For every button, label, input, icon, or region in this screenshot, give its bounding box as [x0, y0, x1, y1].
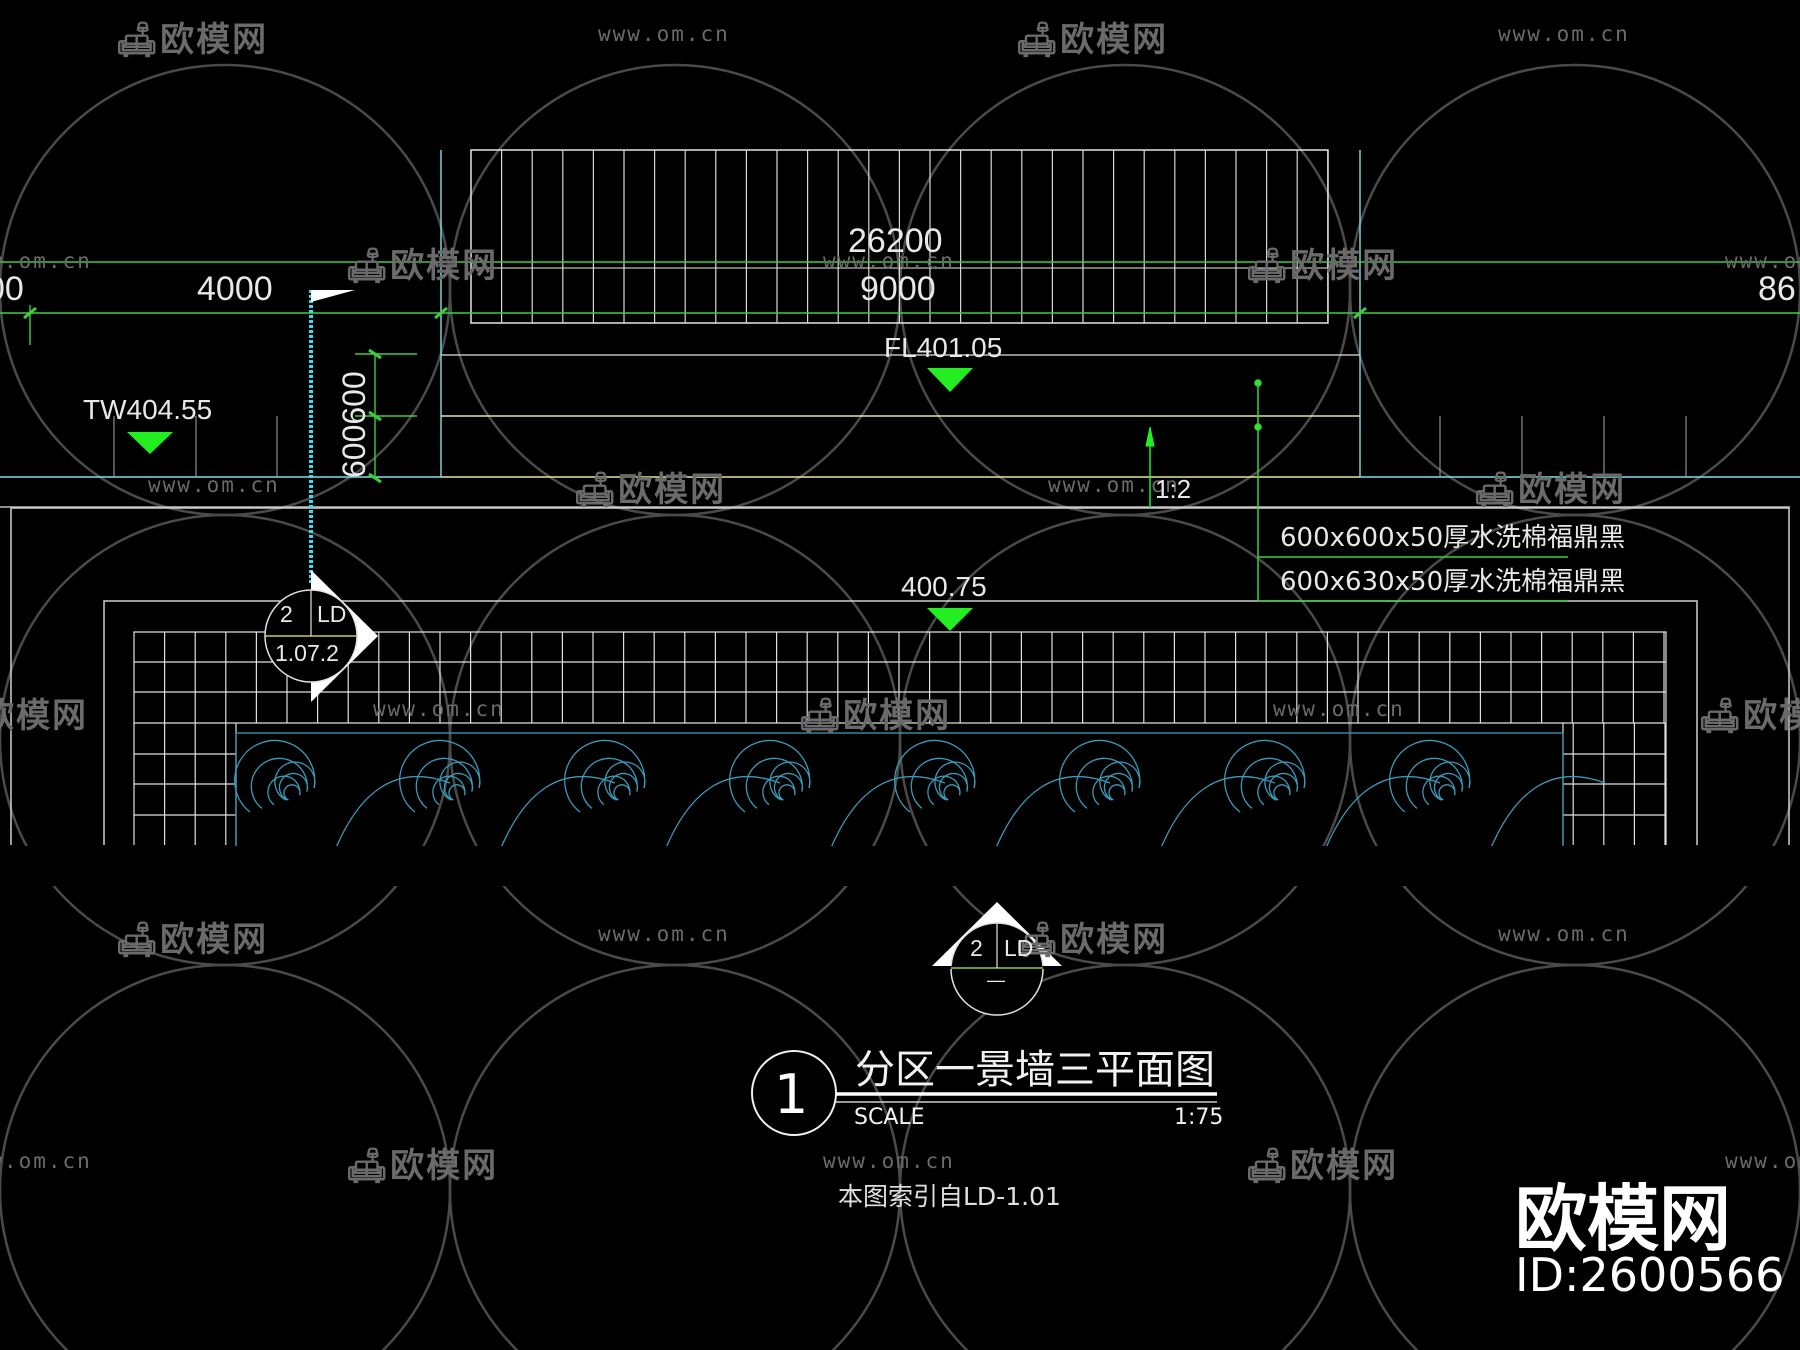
sofa-icon: 🛋 [1473, 470, 1519, 510]
watermark-url: www.om.cn [598, 922, 730, 946]
drawing-reference: 本图索引自LD-1.01 [838, 1182, 1061, 1211]
sofa-icon: 🛋 [573, 470, 619, 510]
watermark-logo: 🛋欧模网 [798, 696, 952, 736]
brand-name: 欧模网 [1515, 1177, 1732, 1261]
watermark-url: www.om.cn [1725, 1149, 1800, 1173]
plan-paving-grid [133, 631, 1667, 845]
dimension-total: 26200 [848, 222, 943, 260]
watermark-logo: 🛋欧模网 [1245, 1146, 1399, 1186]
sofa-icon: 🛋 [1015, 920, 1061, 960]
elevation-fl-label: FL401.05 [884, 332, 1003, 363]
cloud-pattern-panel [234, 732, 1606, 864]
sofa-icon: 🛋 [115, 920, 161, 960]
sofa-icon: 🛋 [798, 696, 844, 736]
elevation-tw-label: TW404.55 [83, 394, 213, 425]
watermark-logo: 欧模网 [0, 696, 88, 736]
watermark-logo: 🛋欧模网 [115, 20, 269, 60]
section-marker-bottom [930, 902, 1064, 1016]
scale-label: SCALE [854, 1105, 925, 1130]
drawing-title: 分区一景墙三平面图 [855, 1047, 1215, 1093]
sofa-icon: 🛋 [1698, 696, 1744, 736]
watermark-logo: 🛋欧模网 [1015, 920, 1169, 960]
watermark-url: www.om.cn [1048, 473, 1180, 497]
dimension-vertical: 600600 [336, 371, 372, 478]
watermark-url: www.om.cn [1498, 22, 1630, 46]
section-left-ref: 1.07.2 [275, 640, 339, 666]
section-cut-line [309, 290, 355, 585]
watermark-url: www.om.cn [1725, 249, 1800, 273]
scale-value: 1:75 [1174, 1105, 1224, 1130]
watermark-url: www.om.cn [373, 697, 505, 721]
watermark-url: www.om.cn [823, 1149, 955, 1173]
brand-id: ID:2600566 [1515, 1248, 1785, 1302]
section-bottom-sheet: LD [1004, 935, 1034, 961]
sofa-icon: 🛋 [345, 1146, 391, 1186]
watermark-logo: 🛋欧模网 [345, 1146, 499, 1186]
watermark-url: www.om.cn [1498, 922, 1630, 946]
sofa-icon: 🛋 [115, 20, 161, 60]
dimension-lines [0, 261, 1800, 484]
sofa-icon: 🛋 [1015, 20, 1061, 60]
watermark-url: www.om.cn [0, 1149, 92, 1173]
section-bottom-ref: — [987, 970, 1005, 990]
section-bottom-number: 2 [970, 935, 983, 961]
section-left-sheet: LD [317, 601, 347, 627]
watermark-url: www.om.cn [0, 249, 92, 273]
watermark-logo: 🛋欧模网 [573, 470, 727, 510]
dimension-left: 4000 [197, 270, 273, 308]
watermark-logo: 🛋欧模网 [1245, 246, 1399, 286]
watermark-logo: 🛋欧模网 [345, 246, 499, 286]
step-lines [0, 354, 1790, 508]
watermark-logo: 🛋欧模网 [115, 920, 269, 960]
dimension-center: 9000 [860, 270, 936, 308]
watermark-url: www.om.cn [1273, 697, 1405, 721]
section-left-number: 2 [280, 601, 293, 627]
dimension-right-partial: 86 [1758, 270, 1796, 308]
watermark-logo: 🛋欧模网 [1015, 20, 1169, 60]
material-note-1: 600x600x50厚水洗棉福鼎黑 [1280, 523, 1626, 553]
slope-arrow [1145, 426, 1155, 508]
slope-label: 1:2 [1155, 474, 1192, 504]
elevation-markers [127, 368, 973, 631]
top-paving-grid [470, 149, 1329, 324]
sofa-icon: 🛋 [1245, 246, 1291, 286]
sofa-icon: 🛋 [1245, 1146, 1291, 1186]
drawing-number: 1 [774, 1063, 809, 1126]
watermark-logo: 🛋欧模网 [1473, 470, 1627, 510]
watermark-circles [0, 63, 1800, 1350]
watermark-logo: 🛋欧模网 [1698, 696, 1800, 736]
material-note-2: 600x630x50厚水洗棉福鼎黑 [1280, 567, 1626, 597]
wall-ticks [113, 416, 1687, 477]
watermark-url: www.om.cn [598, 22, 730, 46]
plan-outlines [10, 507, 1790, 845]
section-marker-left [264, 570, 378, 702]
material-leader [1254, 379, 1568, 602]
elevation-floor-label: 400.75 [901, 571, 987, 602]
dimension-left-partial: 00 [0, 270, 24, 308]
title-block [751, 1050, 1217, 1136]
sofa-icon: 🛋 [345, 246, 391, 286]
watermark-url: www.om.cn [823, 249, 955, 273]
watermark-url: www.om.cn [148, 473, 280, 497]
